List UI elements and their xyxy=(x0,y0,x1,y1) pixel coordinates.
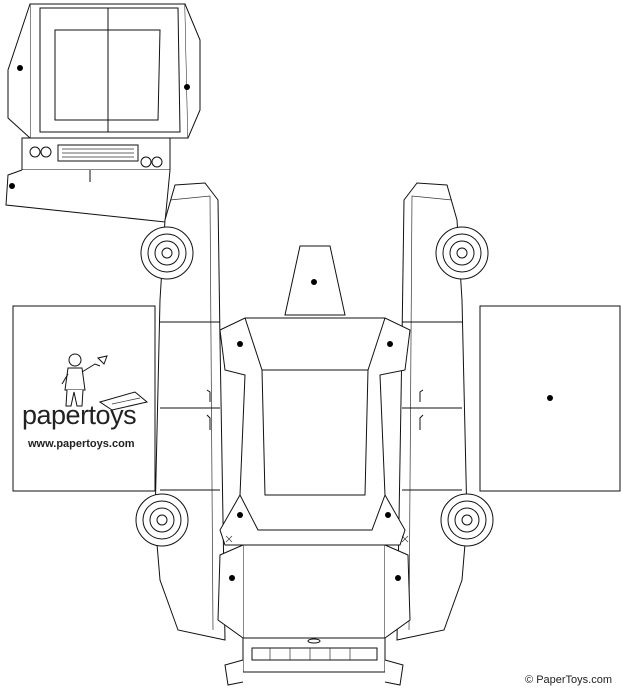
wheel-top-right xyxy=(435,226,489,280)
center-body xyxy=(217,245,411,686)
copyright-notice: © PaperToys.com xyxy=(525,674,612,686)
wheel-top-left xyxy=(140,226,194,280)
wheel-bottom-left xyxy=(135,493,189,547)
hood-piece xyxy=(5,3,201,223)
brand-url: www.papertoys.com xyxy=(28,438,135,450)
brand-wordmark: papertoys xyxy=(22,400,137,430)
mascot-illustration xyxy=(61,353,149,411)
wheel-bottom-right xyxy=(440,493,494,547)
